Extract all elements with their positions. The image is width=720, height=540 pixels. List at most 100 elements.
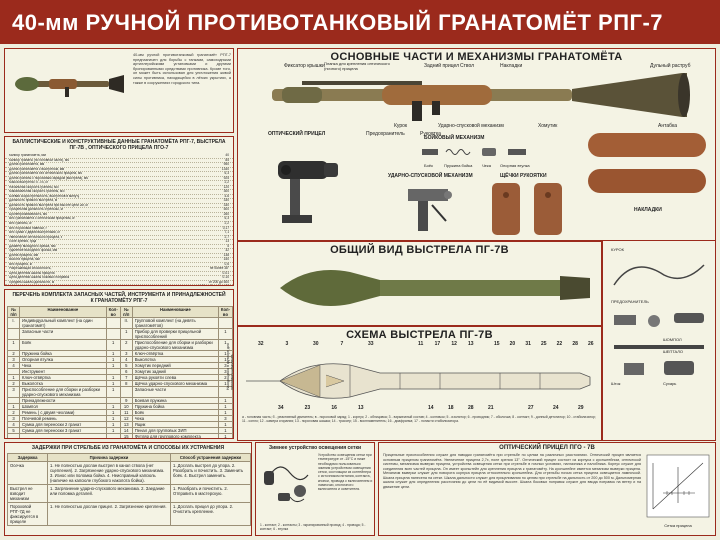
ballistics-value: 0,17 (222, 225, 229, 230)
label-rod: Шток (611, 381, 621, 386)
kit-row: I.Индивидуальный комплект (на один грана… (7, 317, 233, 329)
ballistics-param: Длина гранаты с пороховым зарядом (выстр… (9, 176, 89, 180)
pg7v-callout-number: 12 (451, 341, 457, 347)
kit-cell: 1 (119, 328, 133, 340)
kit-cell: 1 (105, 339, 121, 351)
ballistics-row: Дальность прямого выстрела при высоте це… (5, 202, 233, 209)
kit-cell: 1 (105, 386, 121, 398)
ballistics-param: Длина прицела, мм (9, 253, 39, 257)
kit-cell: 15 (119, 433, 133, 438)
pg7v-callout-number: 30 (313, 341, 319, 347)
optical-sight-illustration (278, 161, 338, 223)
ballistics-value: 500 (223, 207, 229, 212)
poster-title: 40-мм РУЧНОЙ ПРОТИВОТАНКОВЫЙ ГРАНАТОМЁТ … (0, 0, 720, 44)
ballistics-value: 150 (223, 257, 229, 262)
ballistics-value: 6,3 (224, 216, 229, 221)
pg7v-callout-number: 18 (448, 405, 454, 411)
pg7v-callout-number: 32 (258, 341, 264, 347)
ballistics-row: Разрешающая способность, "не более 38" (5, 267, 233, 272)
kit-cell: Щёчка ударно-спускового механизма (131, 380, 219, 387)
ballistics-value: 138 (223, 252, 229, 257)
pg7v-callout-number: 23 (304, 405, 311, 411)
label-dry: Сухарь (663, 381, 677, 386)
malfunction-cell: 1. Дослать прицел до упора. 2. Очистить … (170, 502, 251, 526)
kit-cell: Приспособление для сборки и разборки уда… (131, 339, 219, 351)
pg7v-scheme-title: СХЕМА ВЫСТРЕЛА ПГ-7В (346, 329, 493, 341)
winter-legend: 1 - контакт; 2 - контакты; 3 - экраниров… (260, 523, 366, 531)
optic-title: ОПТИЧЕСКИЙ ПРИЦЕЛ ПГО - 7В (499, 445, 595, 451)
label-grip: Рукоятка (420, 131, 441, 137)
ballistics-value: 0-01 (222, 270, 229, 275)
ballistics-value: 5 (227, 243, 229, 248)
pg7v-callout-number: 26 (588, 341, 594, 347)
kit-cell: Футляр для группового комплекта (131, 433, 219, 438)
kit-cell: 2 (119, 339, 133, 351)
intro-text: 40-мм ручной противотанковый гранатомёт … (133, 53, 231, 85)
ballistics-param: Цена делений шкалы боковых поправок (9, 276, 70, 280)
trigger-mechanism-illustration (408, 189, 452, 231)
ballistics-value: не более 38" (209, 266, 229, 271)
malfunction-cell: 1. Разобрать и почистить. 2. Отправить в… (170, 484, 251, 503)
kit-cell: Прибор для проверки прицельной приспособ… (131, 328, 219, 340)
malfunction-cell: Осечка (7, 461, 48, 485)
label-rear-sight: Задний прицел (424, 63, 460, 69)
ballistics-value: 13 (225, 239, 229, 244)
kit-header-num-right: № п/п (119, 306, 133, 318)
pg7v-callout-number: 24 (553, 405, 559, 411)
pg7v-illustration (246, 270, 590, 306)
optic-panel: ОПТИЧЕСКИЙ ПРИЦЕЛ ПГО - 7В Прицельные пр… (378, 442, 716, 536)
kit-cell (105, 328, 121, 340)
label-hammer: Курок (394, 123, 408, 129)
malfunction-cell: Пороховой РПГ-7Д не фиксируется в прицел… (7, 502, 48, 526)
ballistics-param: Масса выстрела ПГ-7В, кг (9, 181, 48, 185)
kit-cell (7, 328, 20, 340)
kit-cell (105, 317, 121, 329)
ballistics-value: 32 (225, 248, 229, 253)
intro-panel: 40-мм ручной противотанковый гранатомёт … (4, 48, 234, 133)
kit-panel: ПЕРЕЧЕНЬ КОМПЛЕКТА ЗАПАСНЫХ ЧАСТЕЙ, ИНСТ… (4, 289, 234, 439)
pg7v-callout-number: 16 (331, 405, 337, 411)
kit-cell: Групповой комплект (на девять гранатомёт… (131, 317, 219, 329)
pg7v-scheme-illustration (246, 363, 591, 399)
kit-cell: Боёк (19, 339, 107, 351)
label-hammer2: КУРОК (611, 247, 624, 252)
ballistics-value: 330 (223, 202, 229, 207)
label-firing: БОЙКОВЫЙ МЕХАНИЗМ (424, 135, 485, 141)
label-clamp: Хомутик (538, 123, 558, 129)
pg7v-callout-number: 14 (428, 405, 434, 411)
ballistics-value: 2,2 (224, 220, 229, 225)
ballistics-param: Пределы шкалы дальности, м (9, 280, 55, 284)
ballistics-param: Бронепробиваемость, мм (9, 212, 48, 216)
ballistics-value: 4-6 (224, 193, 229, 198)
ballistics-param: Увеличение оптического прицела, х (9, 235, 63, 239)
ballistics-param: Длина гранатомёта с выстрелом, мм (9, 167, 65, 171)
kit-header-num-left: № п/п (7, 306, 20, 318)
label-fuse2: ПРЕДОХРАНИТЕЛЬ (611, 299, 649, 304)
label-optical: ОПТИЧЕСКИЙ ПРИЦЕЛ (268, 131, 326, 137)
malfunction-cell: 1. Не полностью дослан прицел. 2. Загряз… (47, 502, 171, 526)
pg7v-callout-number: 28 (572, 341, 578, 347)
ballistics-value: от (-)60 до 0, от 0 до 60 (194, 285, 229, 286)
ballistics-param: Прицельная дальность стрельбы, м (9, 208, 63, 212)
kit-cell: 1 (217, 433, 233, 438)
ballistics-value: 2,2 (224, 180, 229, 185)
pg7v-callout-number: 3 (285, 341, 289, 347)
kit-cell (105, 433, 121, 438)
pg7v-callout-number: 27 (528, 405, 534, 411)
firing-mechanism-illustration (422, 148, 526, 156)
